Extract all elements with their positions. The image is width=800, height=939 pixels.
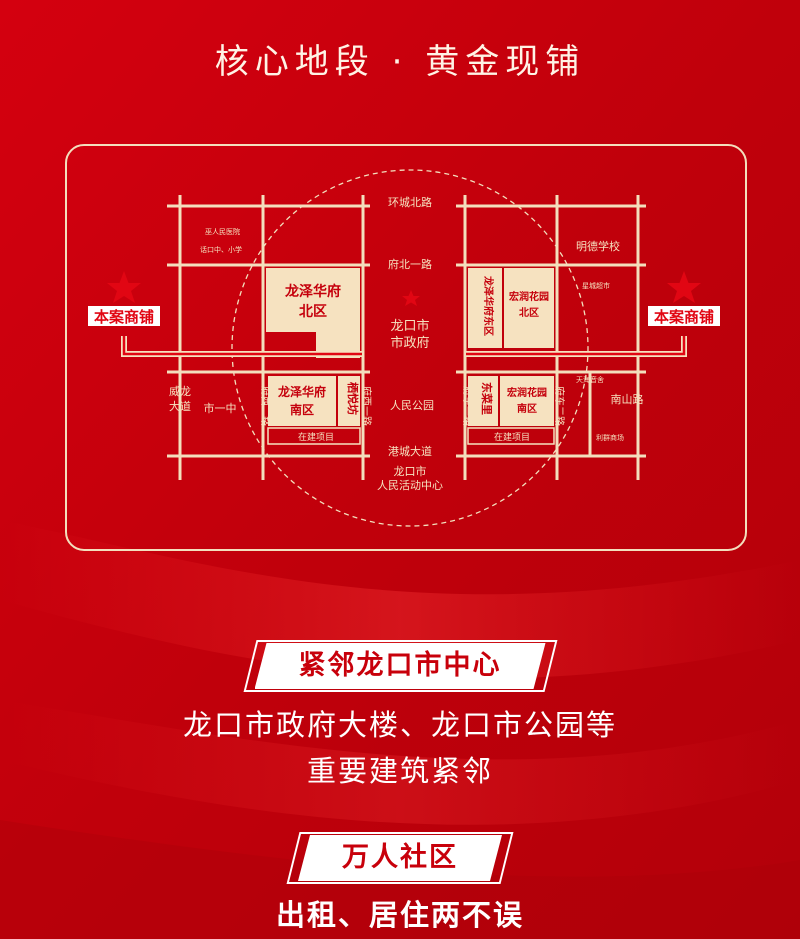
project-star-left-icon xyxy=(107,271,141,303)
section-2-title: 万人社区 xyxy=(298,835,502,881)
place-label: 人民公园 xyxy=(390,399,434,412)
block-lzhf-north xyxy=(266,268,360,332)
place-label: 人民活动中心 xyxy=(377,479,443,492)
section-2-banner: 万人社区 xyxy=(0,832,800,884)
road-label: 府东二路 xyxy=(553,386,566,426)
road-label: 环城北路 xyxy=(388,196,432,209)
place-label: 话口中、小学 xyxy=(200,245,242,254)
blocks xyxy=(266,268,555,445)
road-label: 威龙 xyxy=(169,385,191,398)
place-label: 巫人民医院 xyxy=(205,227,240,236)
place-label: 龙口市 xyxy=(394,464,427,478)
block-lzhf-south xyxy=(268,376,336,426)
section-2-line-1: 出租、居住两不误 xyxy=(275,898,524,932)
block-label: 龙泽华府 xyxy=(278,384,326,399)
place-label: 星城超市 xyxy=(582,281,610,290)
place-label: 市政府 xyxy=(390,335,429,351)
place-label: 龙口市 xyxy=(390,318,429,334)
city-gov-star-icon xyxy=(402,290,420,306)
block-label: 南区 xyxy=(290,402,314,417)
project-label-left: 本案商铺 xyxy=(94,308,154,326)
page-heading: 核心地段 · 黄金现铺 xyxy=(214,42,586,82)
project-label-right: 本案商铺 xyxy=(654,308,714,326)
block-qiyue xyxy=(338,376,360,426)
road-label: 南山路 xyxy=(611,393,644,406)
map-frame xyxy=(65,144,747,551)
block-hongrun-north xyxy=(504,268,554,348)
block-label: 南区 xyxy=(517,402,537,415)
place-label: 利群商场 xyxy=(596,433,624,442)
road-label: 府西二路 xyxy=(259,386,272,426)
road-network xyxy=(167,195,646,480)
block-lzhf-east xyxy=(468,268,502,348)
block-label: 北区 xyxy=(299,304,327,320)
section-1-title: 紧邻龙口市中心 xyxy=(255,643,546,689)
block-label: 龙泽华府东区 xyxy=(482,275,495,336)
place-label: 市一中 xyxy=(204,401,237,415)
place-label: 天海音舍 xyxy=(576,375,604,384)
section-1-banner: 紧邻龙口市中心 xyxy=(0,640,800,692)
block-label: 北区 xyxy=(519,306,539,319)
block-dongcaili xyxy=(468,376,498,426)
place-label: 明德学校 xyxy=(576,239,620,253)
section-1-line-2: 重要建筑紧邻 xyxy=(306,754,493,788)
project-star-right-icon xyxy=(667,271,701,303)
road-label: 港城大道 xyxy=(388,444,432,458)
road-label: 府西一路 xyxy=(360,386,373,426)
block-label: 宏润花园 xyxy=(509,290,549,303)
section-1-line-1: 龙口市政府大楼、龙口市公园等 xyxy=(182,708,617,742)
block-label: 宏润花园 xyxy=(507,386,547,399)
construction-label: 在建项目 xyxy=(298,431,334,443)
construction-label: 在建项目 xyxy=(494,431,530,443)
road-label: 大道 xyxy=(169,399,191,413)
block-hongrun-south xyxy=(500,376,554,426)
road-label: 府北一路 xyxy=(388,257,432,271)
block-label: 龙泽华府 xyxy=(284,283,341,300)
block-label: 东菜里 xyxy=(480,382,494,415)
radius-circle xyxy=(231,169,589,527)
block-label: 栖悦坊 xyxy=(346,382,360,415)
road-label: 府东一路 xyxy=(461,386,474,426)
